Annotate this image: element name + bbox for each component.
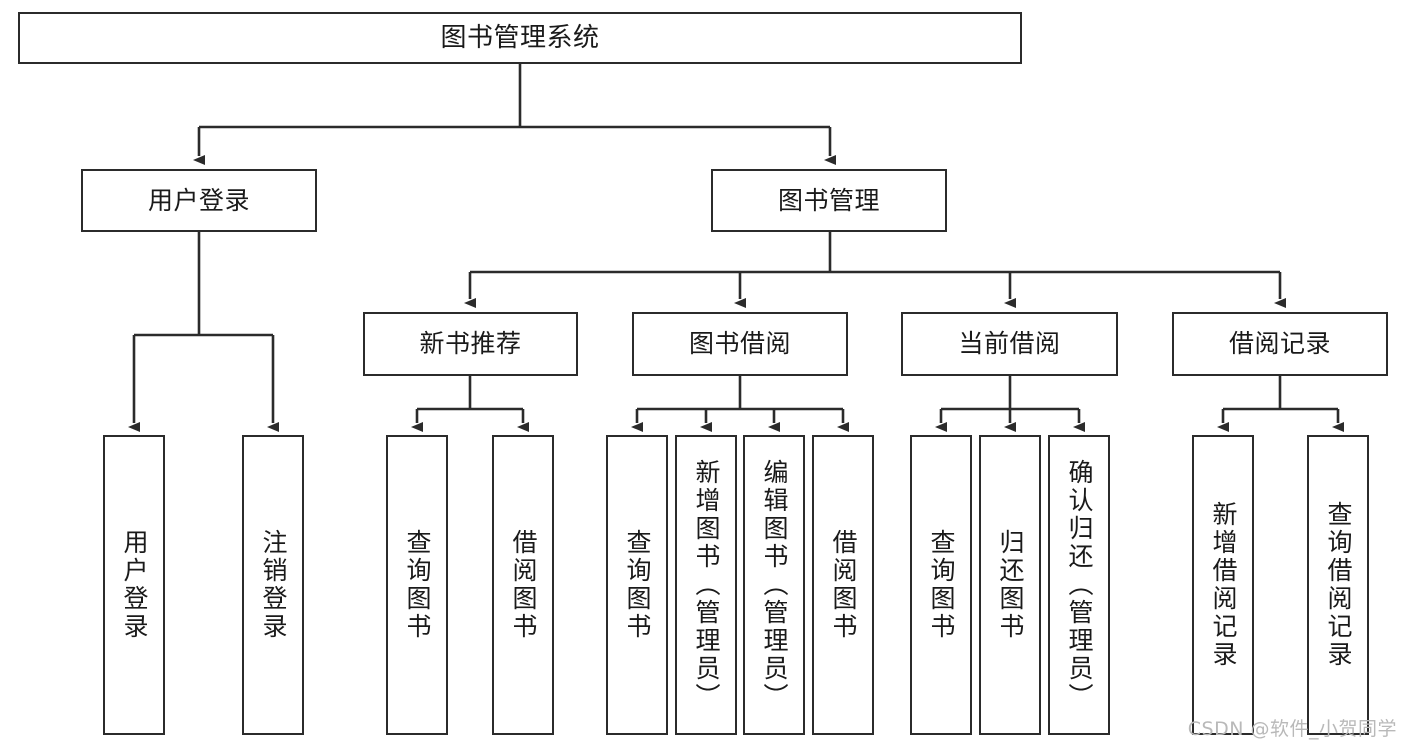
node-book-borrow[interactable]: 图书借阅 (632, 312, 848, 376)
node-label: 查询图书 (927, 529, 956, 641)
node-root-system[interactable]: 图书管理系统 (18, 12, 1022, 64)
leaf-query-borrow-record[interactable]: 查询借阅记录 (1307, 435, 1369, 735)
node-label: 图书管理系统 (440, 22, 600, 53)
node-label: 当前借阅 (958, 329, 1061, 359)
node-label: 归还图书 (996, 529, 1025, 641)
node-label: 借阅图书 (829, 529, 858, 641)
leaf-borrow-book-newbook[interactable]: 借阅图书 (492, 435, 554, 735)
node-user-login[interactable]: 用户登录 (81, 169, 317, 232)
node-label: 新书推荐 (419, 329, 522, 359)
leaf-edit-book-admin[interactable]: 编辑图书（管理员） (743, 435, 805, 735)
node-label: 注销登录 (259, 529, 288, 641)
leaf-query-book-current[interactable]: 查询图书 (910, 435, 972, 735)
node-label: 新增借阅记录 (1209, 501, 1238, 669)
node-label: 查询图书 (403, 529, 432, 641)
leaf-add-book-admin[interactable]: 新增图书（管理员） (675, 435, 737, 735)
leaf-logout[interactable]: 注销登录 (242, 435, 304, 735)
node-borrow-record[interactable]: 借阅记录 (1172, 312, 1388, 376)
node-label: 查询图书 (623, 529, 652, 641)
node-label: 图书管理 (777, 185, 880, 215)
node-label: 新增图书（管理员） (692, 459, 721, 711)
node-label: 查询借阅记录 (1324, 501, 1353, 669)
node-label: 借阅图书 (509, 529, 538, 641)
node-label: 图书借阅 (688, 329, 791, 359)
node-label: 借阅记录 (1228, 329, 1331, 359)
leaf-query-book-newbook[interactable]: 查询图书 (386, 435, 448, 735)
leaf-confirm-return-admin[interactable]: 确认归还（管理员） (1048, 435, 1110, 735)
node-label: 用户登录 (147, 185, 250, 215)
leaf-add-borrow-record[interactable]: 新增借阅记录 (1192, 435, 1254, 735)
leaf-borrow-book[interactable]: 借阅图书 (812, 435, 874, 735)
leaf-query-book-borrow[interactable]: 查询图书 (606, 435, 668, 735)
node-new-book-recommend[interactable]: 新书推荐 (363, 312, 578, 376)
node-label: 编辑图书（管理员） (760, 459, 789, 711)
node-book-manage[interactable]: 图书管理 (711, 169, 947, 232)
watermark: CSDN @软件_小贺同学 (1187, 718, 1397, 740)
node-label: 确认归还（管理员） (1065, 459, 1094, 711)
leaf-return-book[interactable]: 归还图书 (979, 435, 1041, 735)
node-label: 用户登录 (120, 529, 149, 641)
leaf-user-login[interactable]: 用户登录 (103, 435, 165, 735)
node-current-borrow[interactable]: 当前借阅 (901, 312, 1118, 376)
